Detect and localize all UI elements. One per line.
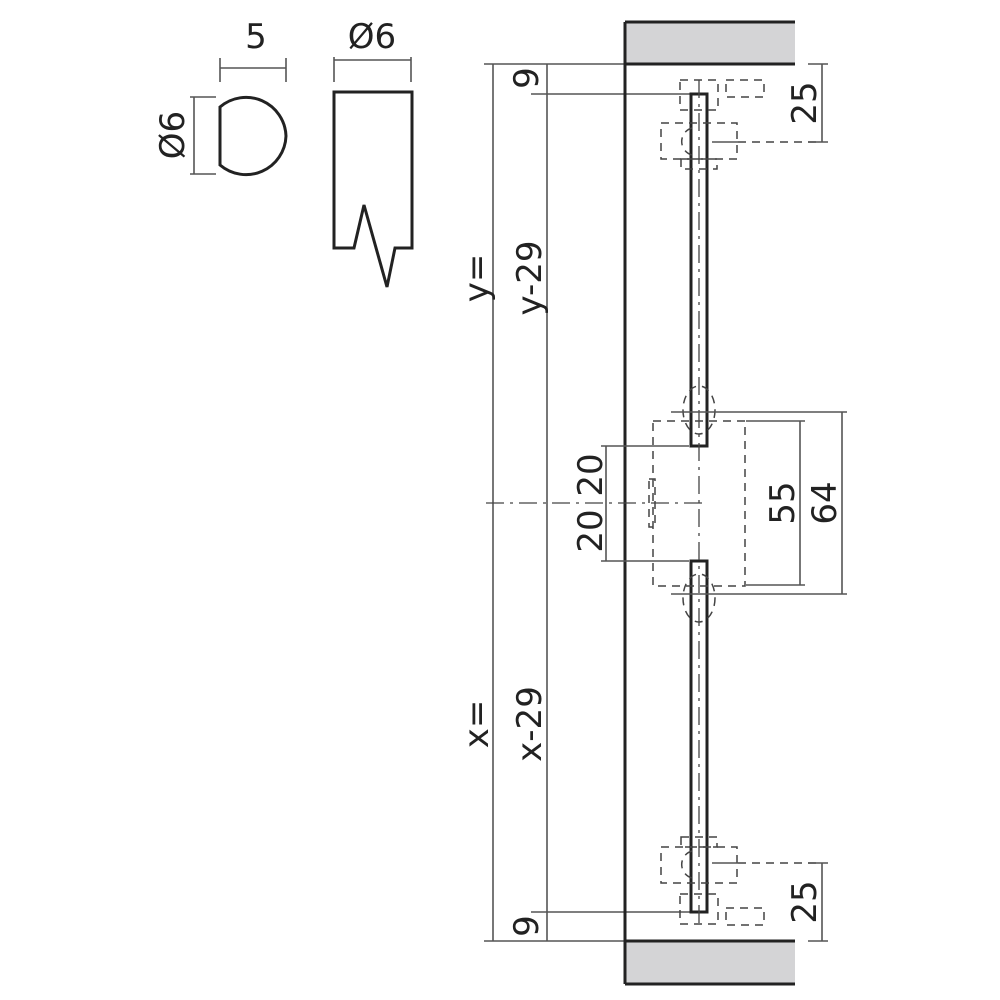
rod-break-shape bbox=[332, 90, 414, 288]
top-offset-label: 9 bbox=[507, 67, 547, 89]
x-minus-label: x-29 bbox=[510, 686, 550, 762]
top-guide: 25 bbox=[660, 63, 828, 170]
bottom-guide: 25 bbox=[660, 836, 828, 942]
inner-height-label: 55 bbox=[763, 481, 803, 524]
profile-diameter-label: Ø6 bbox=[153, 111, 193, 159]
y-minus-label: y-29 bbox=[510, 240, 550, 315]
bottom-bracket-label: 25 bbox=[785, 880, 825, 923]
rod-detail: Ø6 bbox=[332, 17, 414, 288]
top-bracket-label: 25 bbox=[785, 81, 825, 124]
outer-height-label: 64 bbox=[805, 481, 845, 524]
rod-diameter-label: Ø6 bbox=[348, 17, 396, 57]
profile-width-label: 5 bbox=[245, 17, 267, 57]
gap-upper-label: 20 bbox=[571, 453, 611, 496]
y-total-label: y= bbox=[457, 254, 497, 303]
gap-lower-label: 20 bbox=[571, 509, 611, 552]
bottom-offset-label: 9 bbox=[507, 915, 547, 937]
central-lock: 20 20 55 64 bbox=[486, 385, 847, 623]
profile-section-detail: 5 Ø6 bbox=[153, 17, 288, 177]
bottom-gray-block bbox=[625, 941, 795, 984]
x-total-label: x= bbox=[457, 700, 497, 749]
d-profile-shape bbox=[218, 95, 288, 177]
top-gray-block bbox=[625, 22, 795, 64]
overall-dimensions: 9 9 y= y-29 x= x-29 bbox=[457, 63, 690, 942]
lock-body bbox=[652, 420, 746, 587]
